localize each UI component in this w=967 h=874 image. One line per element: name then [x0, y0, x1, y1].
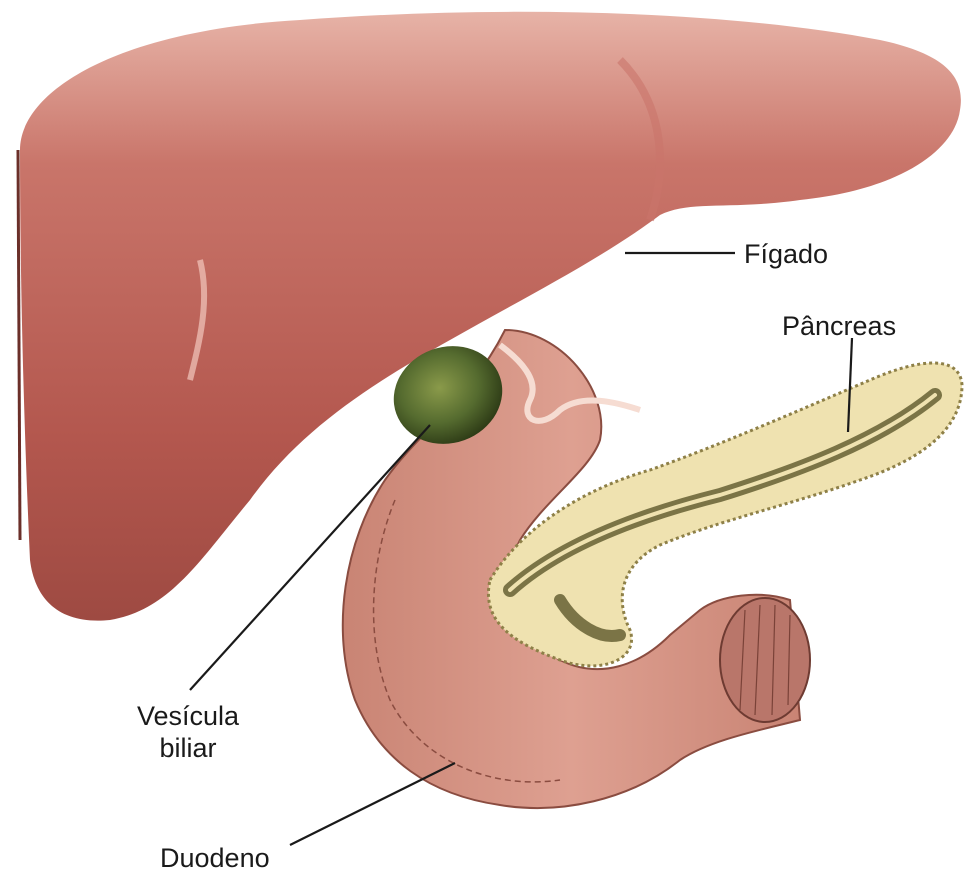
- label-gallbladder-line1: Vesícula: [118, 700, 258, 732]
- label-duodenum: Duodeno: [160, 842, 270, 874]
- label-gallbladder: Vesícula biliar: [118, 700, 258, 764]
- duodenum-lumen: [720, 598, 810, 722]
- label-liver: Fígado: [744, 238, 828, 270]
- label-gallbladder-line2: biliar: [118, 732, 258, 764]
- leader-duodenum: [290, 763, 455, 845]
- label-pancreas: Pâncreas: [782, 310, 896, 342]
